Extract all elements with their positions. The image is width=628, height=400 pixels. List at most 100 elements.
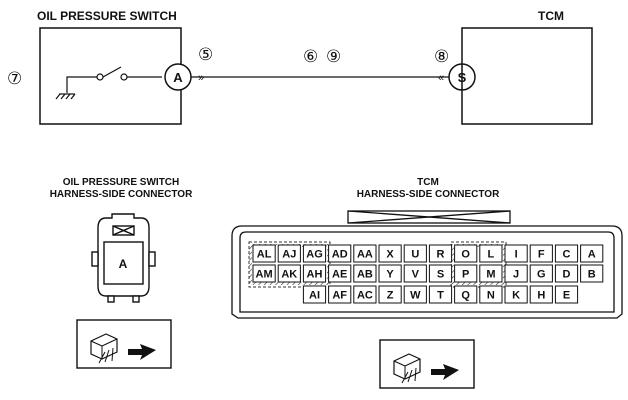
tcm-pin-F: F — [529, 244, 553, 263]
tcm-pin-label: R — [437, 249, 445, 261]
tcm-pin-AH: AH — [302, 264, 327, 283]
tcm-pin-label: Y — [386, 269, 394, 281]
tcm-pin-AF: AF — [328, 285, 352, 304]
tcm-pin-X: X — [378, 244, 402, 263]
tcm-pin-label: U — [411, 249, 419, 261]
tcm-pin-V: V — [403, 264, 427, 283]
tcm-pin-label: E — [563, 290, 570, 302]
tcm-pin-label: J — [513, 269, 519, 281]
tcm-pin-label: A — [588, 249, 596, 261]
tcm-pin-AK: AK — [277, 264, 301, 283]
tcm-pin-label: G — [537, 269, 546, 281]
tcm-pin-C: C — [554, 244, 579, 263]
svg-text:A: A — [173, 70, 183, 85]
tcm-box — [461, 27, 593, 125]
tcm-pin-label: AM — [256, 269, 273, 281]
tcm-pin-label: Z — [387, 290, 394, 302]
tcm-pin-label: W — [410, 290, 421, 302]
tcm-pin-H: H — [529, 285, 553, 304]
tcm-pin-label: AI — [309, 290, 320, 302]
tcm-pin-label: V — [412, 269, 420, 281]
tcm-pin-G: G — [529, 264, 553, 283]
tcm-pin-label: AJ — [282, 249, 296, 261]
tcm-pin-AB: AB — [353, 264, 377, 283]
connector-marker-left: » — [198, 72, 204, 84]
tcm-pin-label: C — [563, 249, 571, 261]
tcm-pin-E: E — [554, 285, 579, 304]
terminal-a: A — [164, 63, 192, 91]
tcm-pin-label: AK — [281, 269, 297, 281]
tcm-pin-AJ: AJ — [277, 244, 301, 263]
callout-5: ⑤ — [198, 45, 213, 64]
tcm-pin-label: AF — [332, 290, 347, 302]
connector-marker-right: « — [438, 72, 444, 84]
tcm-pin-I: I — [504, 244, 528, 263]
oil-connector-pin-a: A — [119, 257, 128, 271]
tcm-pin-label: AH — [307, 269, 323, 281]
tcm-pin-label: O — [461, 249, 470, 261]
tcm-pin-label: AG — [306, 249, 323, 261]
tcm-pin-AI: AI — [302, 285, 327, 304]
oil-pressure-switch-title: OIL PRESSURE SWITCH — [37, 9, 177, 23]
tcm-pin-label: M — [486, 269, 495, 281]
tcm-pin-label: P — [462, 269, 469, 281]
tcm-pin-label: B — [588, 269, 596, 281]
tcm-pin-label: K — [512, 290, 520, 302]
tcm-connector-title-line1: TCM — [417, 177, 439, 188]
tcm-pin-O: O — [454, 244, 478, 263]
tcm-pin-label: I — [515, 249, 518, 261]
tcm-pin-A: A — [580, 244, 604, 263]
tcm-pin-label: N — [487, 290, 495, 302]
tcm-pin-U: U — [403, 244, 427, 263]
switch-symbol — [66, 66, 162, 93]
tcm-pin-Y: Y — [378, 264, 402, 283]
tcm-pin-label: L — [488, 249, 495, 261]
tcm-pin-label: T — [437, 290, 444, 302]
oil-connector-face — [91, 213, 156, 303]
tcm-pin-AM: AM — [252, 264, 276, 283]
tcm-title: TCM — [538, 9, 564, 23]
connector-view-icon-right — [379, 339, 475, 389]
tcm-connector-housing — [231, 210, 623, 319]
tcm-pin-label: AE — [332, 269, 347, 281]
tcm-pin-label: S — [437, 269, 444, 281]
tcm-pin-AD: AD — [328, 244, 352, 263]
tcm-connector-title-line2: HARNESS-SIDE CONNECTOR — [357, 189, 500, 200]
tcm-pin-grid: AL AJ AG AD AA X U R O L I F C A AM AK AH AE AB Y V S P M J G D B AI… — [252, 244, 604, 304]
tcm-pin-label: D — [563, 269, 571, 281]
ground-icon — [55, 93, 76, 100]
tcm-pin-B: B — [580, 264, 604, 283]
tcm-pin-N: N — [479, 285, 503, 304]
tcm-pin-M: M — [479, 264, 503, 283]
callout-9: ⑨ — [326, 47, 341, 66]
tcm-pin-label: Q — [461, 290, 470, 302]
oil-connector-title-line1: OIL PRESSURE SWITCH — [63, 177, 180, 188]
tcm-pin-K: K — [504, 285, 528, 304]
tcm-pin-label: H — [537, 290, 545, 302]
tcm-pin-D: D — [554, 264, 579, 283]
tcm-pin-P: P — [454, 264, 478, 283]
tcm-pin-label: AD — [332, 249, 348, 261]
tcm-pin-label: AA — [357, 249, 373, 261]
connector-view-icon-left — [76, 319, 172, 369]
tcm-pin-label: X — [386, 249, 394, 261]
tcm-pin-label: F — [538, 249, 545, 261]
tcm-pin-AA: AA — [353, 244, 377, 263]
callout-6: ⑥ — [303, 47, 318, 66]
tcm-pin-label: AL — [257, 249, 272, 261]
tcm-pin-W: W — [403, 285, 427, 304]
tcm-pin-Q: Q — [454, 285, 478, 304]
tcm-pin-Z: Z — [378, 285, 402, 304]
tcm-pin-S: S — [428, 264, 453, 283]
oil-pressure-switch-box — [39, 27, 182, 125]
tcm-pin-label: AB — [357, 269, 373, 281]
tcm-pin-AG: AG — [302, 244, 327, 263]
tcm-pin-label: AC — [357, 290, 373, 302]
tcm-pin-AE: AE — [328, 264, 352, 283]
tcm-pin-R: R — [428, 244, 453, 263]
callout-7: ⑦ — [7, 69, 22, 88]
tcm-pin-L: L — [479, 244, 503, 263]
tcm-pin-AL: AL — [252, 244, 276, 263]
tcm-pin-T: T — [428, 285, 453, 304]
tcm-pin-AC: AC — [353, 285, 377, 304]
